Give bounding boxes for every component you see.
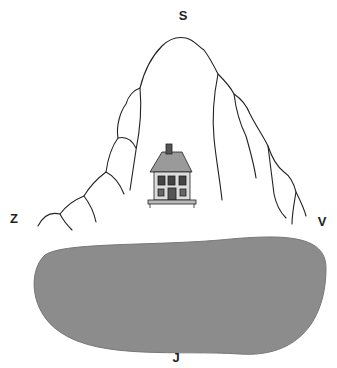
mountain-outline	[38, 37, 306, 230]
house-icon	[148, 144, 196, 208]
compass-label: J	[172, 351, 179, 364]
compass-label: S	[179, 9, 188, 22]
compass-label: V	[318, 215, 327, 228]
compass-label: Z	[10, 212, 18, 225]
lake	[34, 237, 326, 354]
